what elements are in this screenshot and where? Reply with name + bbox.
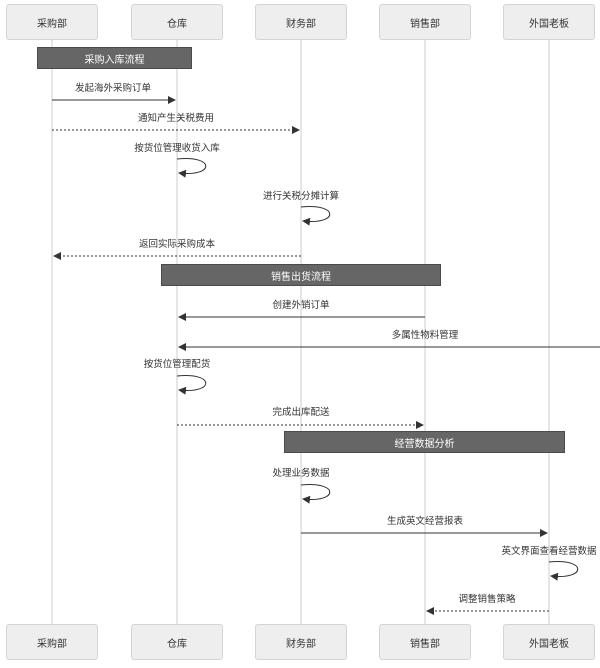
participant-purchasing-top: 采购部	[6, 4, 98, 40]
participant-finance-top: 财务部	[255, 4, 347, 40]
section-business-analysis: 经营数据分析	[284, 431, 565, 453]
section-sales-outbound: 销售出货流程	[161, 264, 441, 286]
participant-boss-bottom: 外国老板	[503, 624, 595, 660]
self-message-arrow	[300, 484, 331, 504]
participant-boss-top: 外国老板	[503, 4, 595, 40]
participant-warehouse-top: 仓库	[131, 4, 223, 40]
message-label: 按货位管理配货	[143, 359, 211, 370]
self-message-arrow	[548, 561, 579, 581]
self-message-arrow	[176, 375, 207, 395]
message-label: 完成出库配送	[272, 407, 330, 418]
message-label: 英文界面查看经营数据	[501, 546, 597, 557]
message-label: 返回实际采购成本	[138, 239, 216, 250]
message-label: 处理业务数据	[272, 468, 330, 479]
participant-warehouse-bottom: 仓库	[131, 624, 223, 660]
message-label: 通知产生关税费用	[137, 113, 215, 124]
participant-purchasing-bottom: 采购部	[6, 624, 98, 660]
participant-sales-top: 销售部	[379, 4, 471, 40]
self-message-arrow	[176, 158, 207, 178]
participant-finance-bottom: 财务部	[255, 624, 347, 660]
message-label: 按货位管理收货入库	[134, 143, 220, 154]
message-label: 进行关税分摊计算	[262, 191, 340, 202]
message-label: 多属性物料管理	[391, 330, 459, 341]
message-label: 发起海外采购订单	[74, 83, 152, 94]
section-purchase-inbound: 采购入库流程	[37, 47, 192, 69]
participant-sales-bottom: 销售部	[379, 624, 471, 660]
self-message-arrow	[300, 206, 331, 226]
message-label: 调整销售策略	[458, 594, 516, 605]
message-label: 创建外销订单	[272, 300, 330, 311]
message-label: 生成英文经营报表	[386, 516, 464, 527]
